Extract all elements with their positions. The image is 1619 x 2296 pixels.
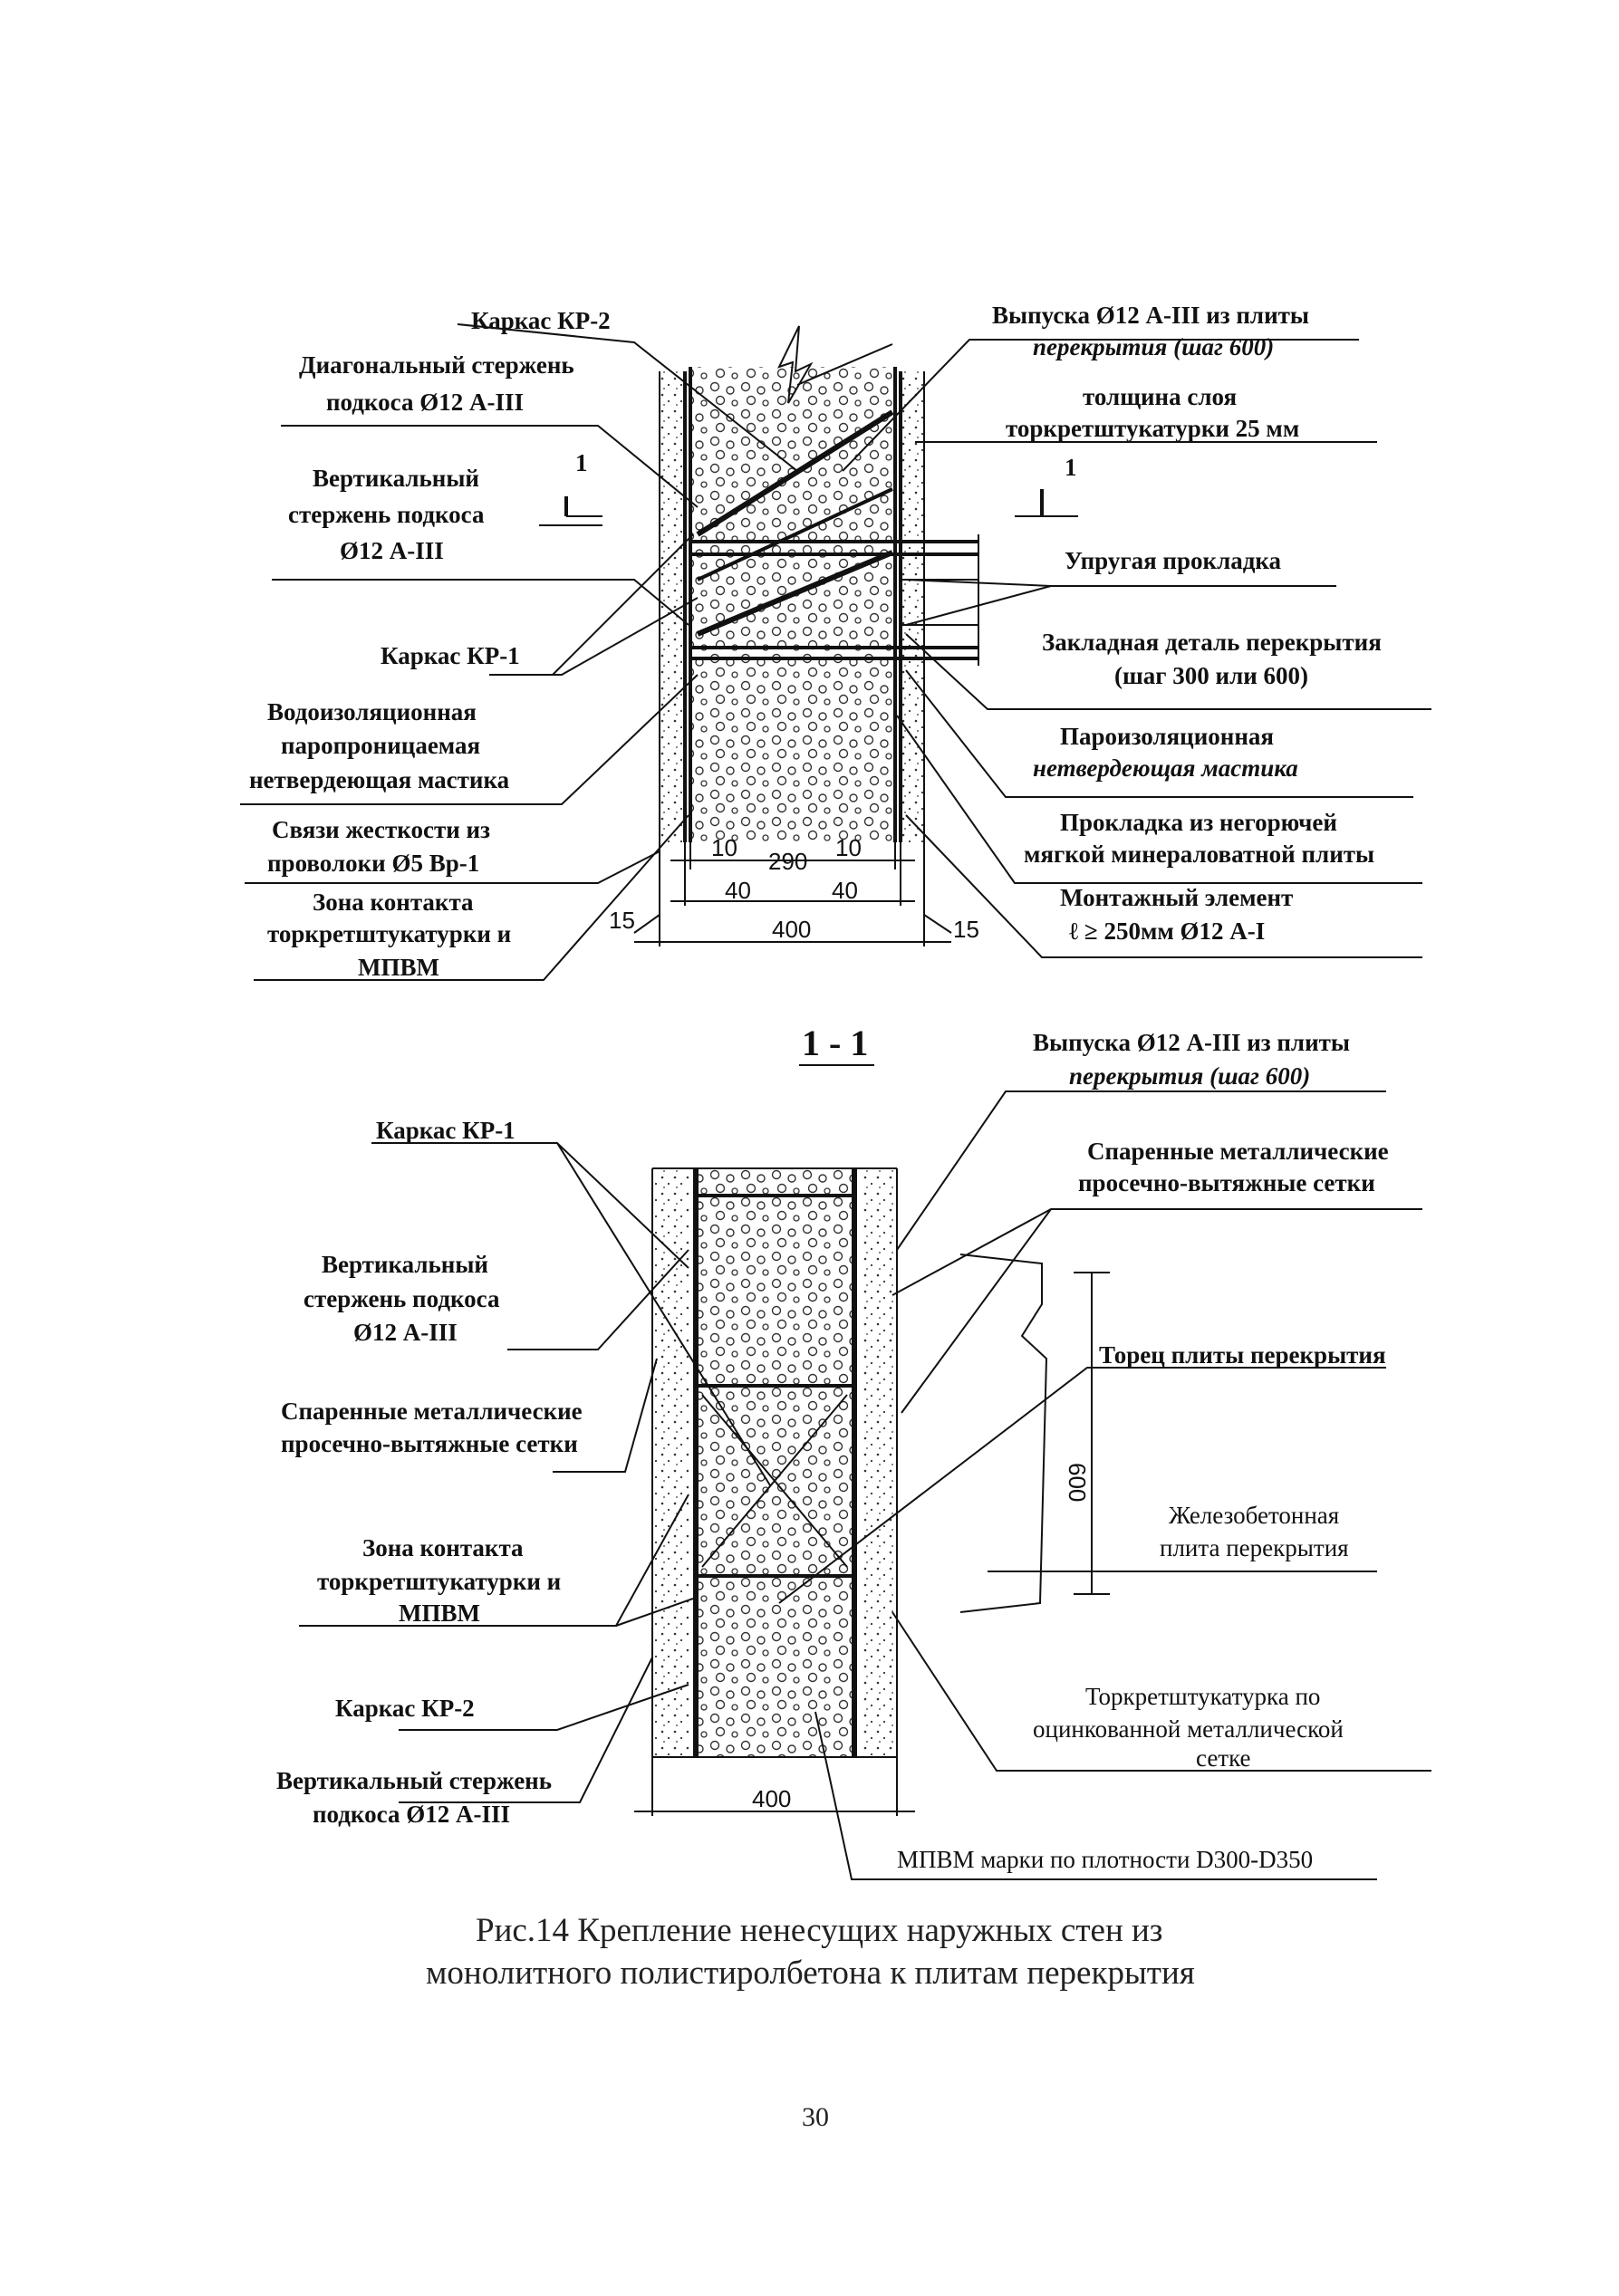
dim-400-top: 400 [772,916,811,943]
label-embed-line1: Закладная деталь перекрытия [1042,629,1382,656]
sec-label-vert-rod-line2: стержень подкоса [304,1285,500,1312]
label-mount-line2: ℓ ≥ 250мм Ø12 А-I [1069,917,1265,945]
section-core [696,1168,854,1757]
label-mount-line1: Монтажный элемент [1060,884,1293,911]
label-contact-line3: МПВМ [358,954,439,981]
dim-10-left: 10 [711,834,737,861]
dim-15-left: 15 [609,907,635,934]
sec-label-plaster-line3: сетке [1196,1744,1251,1772]
label-vertical-rod-line3: Ø12 А-III [340,537,444,564]
sec-label-plaster-line1: Торкретштукатурка по [1085,1683,1320,1710]
label-layer-line1: толщина слоя [1083,383,1237,410]
sec-label-mesh-left-line1: Спаренные металлические [281,1398,583,1425]
sec-label-vert-rod2-line1: Вертикальный стержень [276,1767,552,1794]
sec-label-rc-slab-line2: плита перекрытия [1160,1534,1349,1561]
section-plaster-left [652,1168,689,1757]
label-embed-line2: (шаг 300 или 600) [1114,662,1308,689]
sec-label-karkas-kr2: Каркас КР-2 [335,1695,475,1722]
sec-label-slab-end: Торец плиты перекрытия [1099,1341,1386,1369]
plaster-layer-right [899,371,924,842]
sec-label-karkas-kr1: Каркас КР-1 [376,1117,516,1144]
sec-label-mesh-right-line1: Спаренные металлические [1087,1138,1389,1165]
sec-label-mesh-right-line2: просечно-вытяжные сетки [1078,1169,1375,1196]
label-gasket: Упругая прокладка [1065,547,1282,574]
label-vertical-rod-line2: стержень подкоса [288,501,485,528]
sec-label-vert-rod-line3: Ø12 А-III [353,1319,458,1346]
sec-dim-400: 400 [752,1785,791,1812]
label-ties-line2: проволоки Ø5 Вр-1 [267,850,479,877]
page-number: 30 [802,2102,829,2132]
sec-label-rc-slab-line1: Железобетонная [1169,1502,1339,1529]
label-karkas-kr1: Каркас КР-1 [381,642,520,669]
label-waterproof-line1: Водоизоляционная [267,698,477,725]
dim-15-right: 15 [953,916,979,943]
label-mineral-line2: мягкой минераловатной плиты [1024,841,1374,868]
sec-label-contact-line3: МПВМ [399,1600,480,1627]
section-mark-left: 1 [575,449,588,476]
sec-label-contact-line1: Зона контакта [362,1534,524,1561]
label-ties-line1: Связи жесткости из [272,816,490,843]
label-waterproof-line3: нетвердеющая мастика [249,766,510,793]
polystyrene-concrete-core [690,367,895,842]
sec-dim-600: 600 [1064,1463,1091,1502]
sec-label-vert-rod-line1: Вертикальный [322,1251,488,1278]
sec-label-outlets-line2: перекрытия (шаг 600) [1069,1062,1310,1090]
sec-label-contact-line2: торкретштукатурки и [317,1568,561,1595]
sec-label-mpvm: МПВМ марки по плотности D300-D350 [897,1846,1313,1873]
sec-label-outlets-line1: Выпуска Ø12 А-III из плиты [1033,1029,1350,1056]
label-outlets-line2: перекрытия (шаг 600) [1033,333,1274,360]
label-contact-line2: торкретштукатурки и [267,920,511,947]
label-layer-line2: торкретштукатурки 25 мм [1006,415,1299,442]
label-karkas-kr2: Каркас КР-2 [471,307,611,334]
sec-label-vert-rod2-line2: подкоса Ø12 А-III [313,1801,510,1828]
label-outlets-line1: Выпуска Ø12 А-III из плиты [992,302,1309,329]
sec-label-mesh-left-line2: просечно-вытяжные сетки [281,1430,578,1457]
label-waterproof-line2: паропроницаемая [281,732,480,759]
figure-caption-line1: Рис.14 Крепление ненесущих наружных стен… [476,1912,1162,1949]
label-mineral-line1: Прокладка из негорючей [1060,809,1337,836]
section-1-1-drawing [299,1090,1431,1880]
dim-40-right: 40 [832,877,858,904]
section-mark-right: 1 [1065,454,1077,481]
dim-290: 290 [768,848,807,875]
section-title: 1 - 1 [802,1023,868,1063]
dim-40-left: 40 [725,877,751,904]
joint-detail-drawing [240,323,1431,981]
figure-caption-line2: монолитного полистиролбетона к плитам пе… [426,1955,1195,1992]
label-vapor-line1: Пароизоляционная [1060,723,1274,750]
label-contact-line1: Зона контакта [313,889,474,916]
section-plaster-right [861,1168,897,1757]
label-vertical-rod-line1: Вертикальный [313,465,479,492]
label-diagonal-rod-line2: подкоса Ø12 А-III [326,389,524,416]
label-diagonal-rod-line1: Диагональный стержень [299,351,574,379]
label-vapor-line2: нетвердеющая мастика [1033,754,1298,782]
sec-label-plaster-line2: оцинкованной металлической [1033,1715,1344,1743]
dim-10-right: 10 [835,834,862,861]
